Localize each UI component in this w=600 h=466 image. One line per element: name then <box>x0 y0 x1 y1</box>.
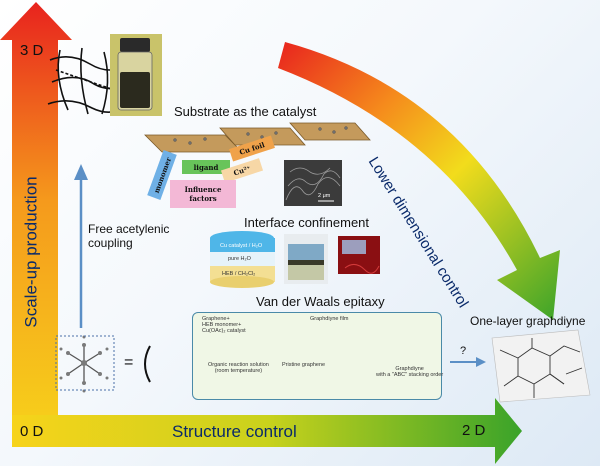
vertical-axis-arrow <box>0 2 72 445</box>
vdw-title: Van der Waals epitaxy <box>256 294 385 309</box>
one-layer-graphdiyne-image <box>491 329 591 403</box>
vdw-reagents: Graphene+ HEB monomer+ Cu(OAc)₂ catalyst <box>202 316 246 334</box>
layer-top-label: Cu catalyst / H₂O <box>220 243 263 249</box>
monomer-box <box>55 335 115 391</box>
x-end-label: 2 D <box>462 422 486 439</box>
interface-micrograph <box>338 236 380 274</box>
vdw-panel <box>192 312 442 400</box>
layer-mid-label: pure H₂O <box>228 256 251 262</box>
tag-influence: Influence factors <box>170 180 236 208</box>
layer-bot-label: HEB / CH₂Cl₂ <box>222 271 256 277</box>
vdw-pristine: Pristine graphene <box>282 362 326 368</box>
y-axis-title: Scale-up production <box>21 176 41 328</box>
vdw-solution: Organic reaction solution (room temperat… <box>208 362 269 374</box>
sem-image <box>284 160 342 206</box>
tag-ligand: ligand <box>182 160 230 174</box>
diagonal-arrow <box>278 42 560 320</box>
heb-monomer-icon <box>59 335 109 393</box>
bracket-icon <box>144 345 151 383</box>
vdw-stack: Graphdiyne with a "ABC" stacking order <box>376 366 444 378</box>
sem-scale-label: 2 μm <box>318 193 331 199</box>
substrate-plates <box>144 122 371 153</box>
y-bottom-label: 0 D <box>20 423 44 440</box>
y-top-label: 3 D <box>20 42 44 59</box>
free-coupling-label: Free acetylenic coupling <box>88 222 170 250</box>
vial-icon <box>110 34 162 116</box>
x-axis-title: Structure control <box>172 422 297 441</box>
substrate-title: Substrate as the catalyst <box>174 104 317 119</box>
horizontal-axis-arrow <box>12 398 522 464</box>
interface-beaker <box>284 234 328 284</box>
equals-sign: = <box>124 354 134 371</box>
interface-cylinder <box>210 231 275 288</box>
interface-title: Interface confinement <box>244 215 370 230</box>
one-layer-label: One-layer graphdiyne <box>470 314 586 328</box>
question-mark: ? <box>460 345 467 357</box>
vdw-film: Graphdiyne film <box>310 316 349 322</box>
